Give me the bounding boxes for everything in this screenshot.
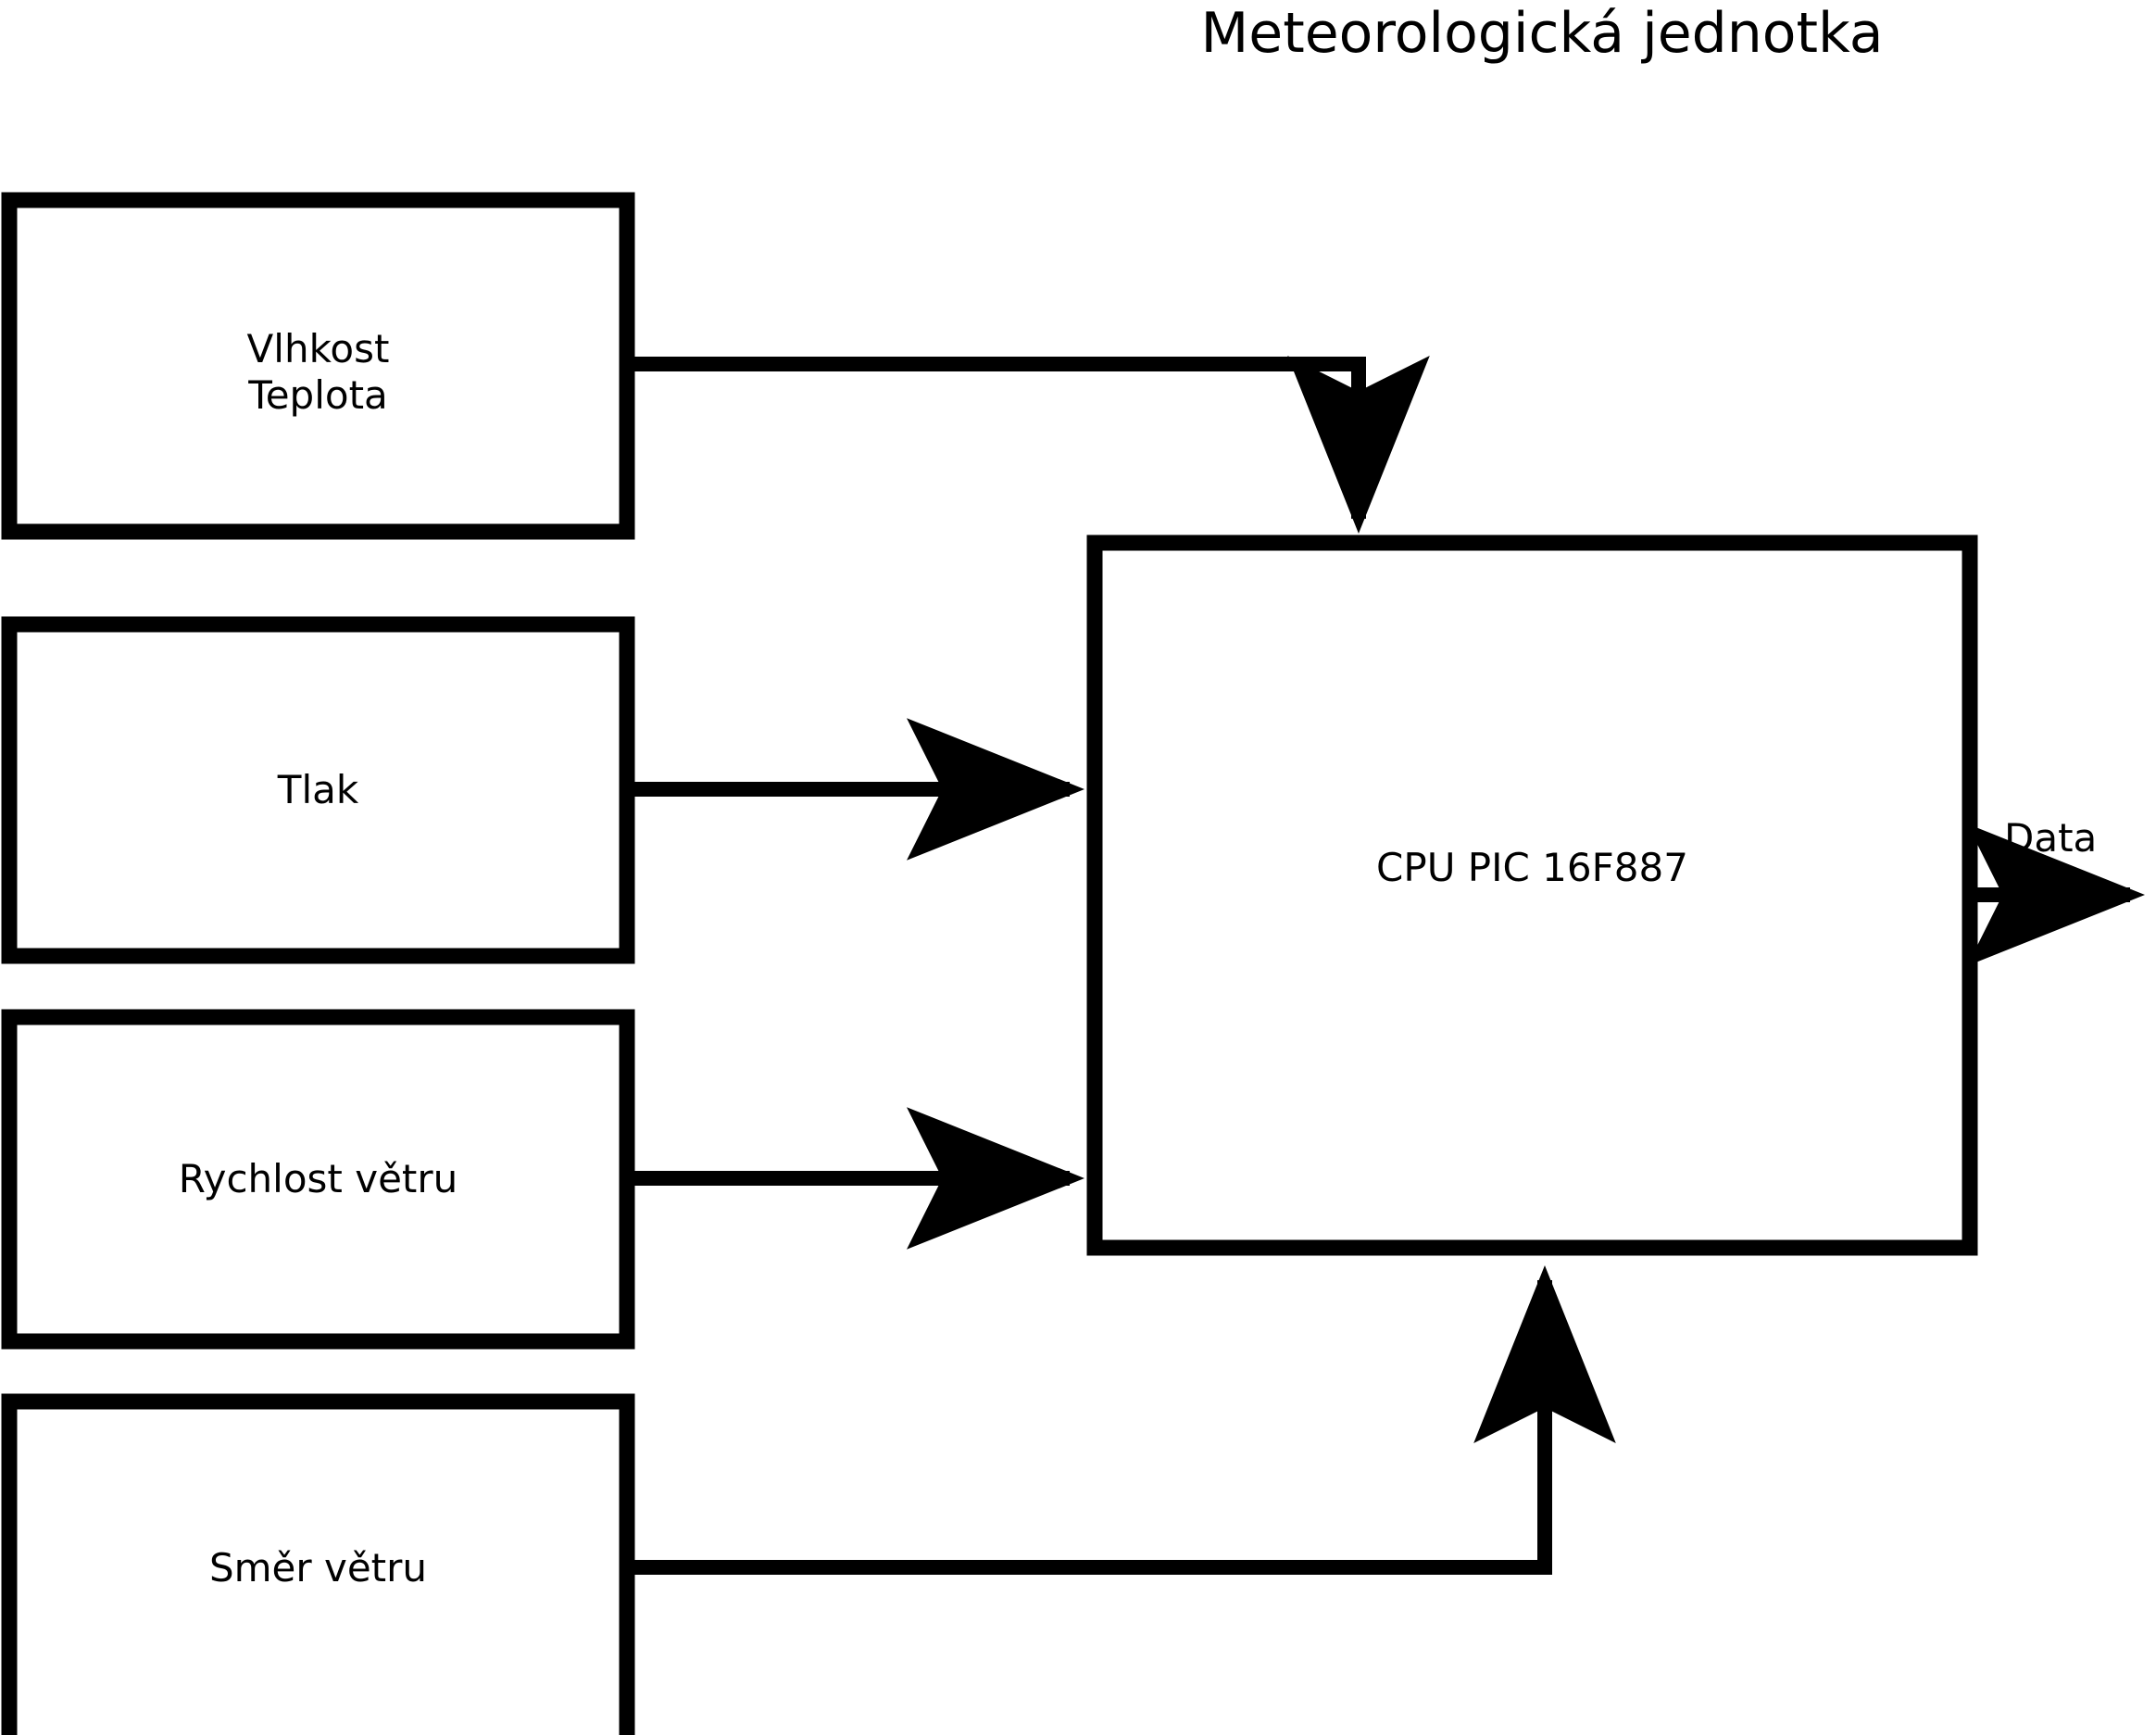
node-pressure-box[interactable] — [1, 616, 635, 964]
node-humidity-temperature-label-line2: Teplota — [248, 372, 388, 418]
edge-humidity-temperature-to-cpu — [634, 356, 1430, 534]
node-pressure-label: Tlak — [277, 767, 359, 812]
node-cpu-box[interactable] — [1086, 534, 1978, 1256]
node-humidity-temperature-box[interactable] — [1, 192, 635, 540]
edge-label-data: Data — [2004, 815, 2098, 861]
page-title: Meteorologická jednotka — [1200, 1, 1884, 66]
node-wind-speed-label: Rychlost větru — [178, 1156, 458, 1201]
node-cpu-label: CPU PIC 16F887 — [1376, 845, 1688, 890]
edge-wind-direction-to-cpu — [634, 1265, 1616, 1575]
node-wind-direction-box[interactable] — [1, 1393, 635, 1735]
node-humidity-temperature-label-line1: Vlhkost — [246, 326, 390, 371]
node-wind-direction-label: Směr větru — [208, 1545, 428, 1590]
node-wind-speed-box[interactable] — [1, 1009, 635, 1350]
